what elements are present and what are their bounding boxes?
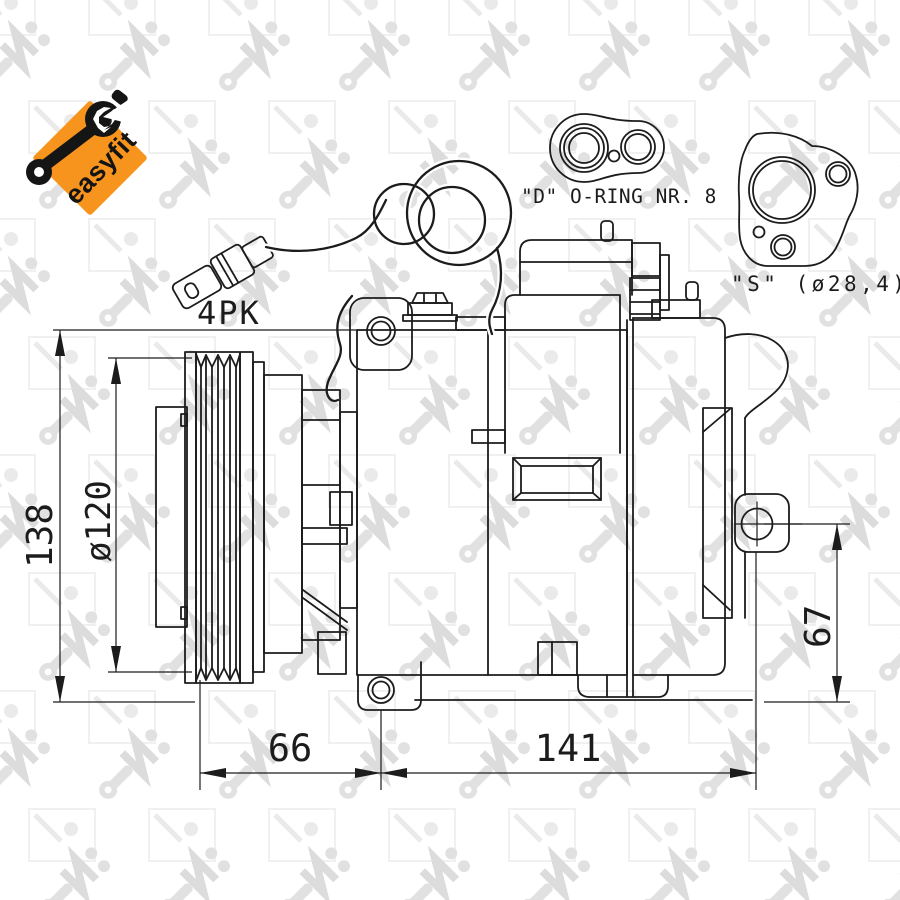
dim-138-text: 138 — [20, 503, 61, 568]
top-bolt-nut — [402, 292, 458, 322]
dim-138: 138 — [20, 329, 368, 703]
wire-harness — [262, 157, 515, 403]
front-mount-boss — [349, 297, 413, 371]
foot-hole — [367, 676, 395, 704]
suction-label: "S" (ø28,4) — [731, 272, 900, 296]
discharge-fitting — [629, 242, 670, 321]
rear-lugs — [414, 641, 753, 701]
pulley-hub — [263, 374, 358, 675]
wire-connector — [171, 235, 274, 310]
model-label-plate — [512, 457, 602, 501]
oring-label: "D" O-RING NR. 8 — [521, 185, 717, 208]
oring-flange — [549, 113, 665, 183]
dim-66-text: 66 — [268, 727, 313, 770]
belt-label: 4PK — [197, 294, 261, 332]
dim-67-text: 67 — [798, 605, 839, 648]
dim-120-text: ø120 — [79, 480, 119, 562]
suction-gasket — [737, 131, 859, 267]
dim-66-141: 66 141 — [199, 552, 757, 790]
rear-mount-ear — [734, 493, 790, 553]
dim-67: 67 — [764, 523, 850, 703]
wrench-icon — [26, 89, 131, 185]
compressor-drawing: 138 ø120 66 141 6 — [20, 157, 850, 790]
pulley — [184, 351, 265, 684]
cylinder-head — [504, 220, 633, 454]
harness-clip — [325, 294, 354, 403]
mount-bolt-hole — [366, 316, 396, 346]
clutch-plate — [155, 406, 188, 628]
bottom-foot — [357, 661, 422, 711]
dim-141-text: 141 — [535, 727, 602, 770]
easyfit-badge: easyfit — [26, 89, 147, 215]
rear-housing — [632, 281, 726, 676]
easyfit-diamond — [33, 101, 147, 215]
dim-120: ø120 — [79, 357, 192, 673]
rear-mount-bracket — [702, 333, 803, 619]
